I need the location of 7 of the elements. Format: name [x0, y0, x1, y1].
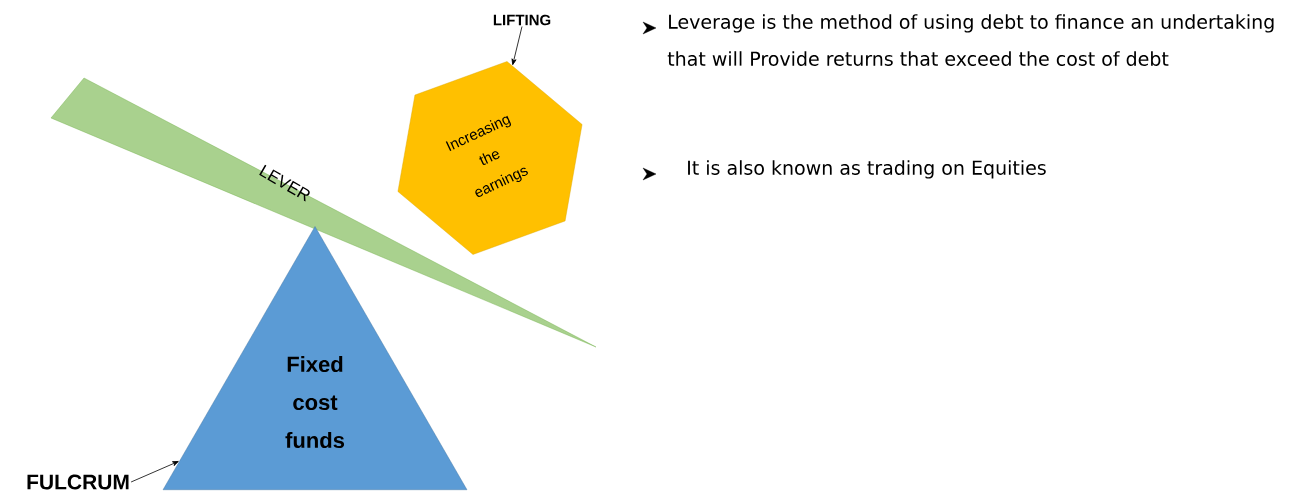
bullet-text: Leverage is the method of using debt to finance an undertaking that will Provide returns that exceed the cost of debt — [667, 14, 1274, 66]
callout-label: FULCRUM — [27, 474, 129, 490]
leader-line — [130, 461, 179, 483]
bullet-text: It is also known as trading on Equities — [688, 160, 1046, 179]
leader-line — [511, 26, 523, 66]
callout-label: LIFTING — [493, 14, 551, 26]
fulcrum-triangle: Fixed cost funds — [162, 226, 468, 490]
